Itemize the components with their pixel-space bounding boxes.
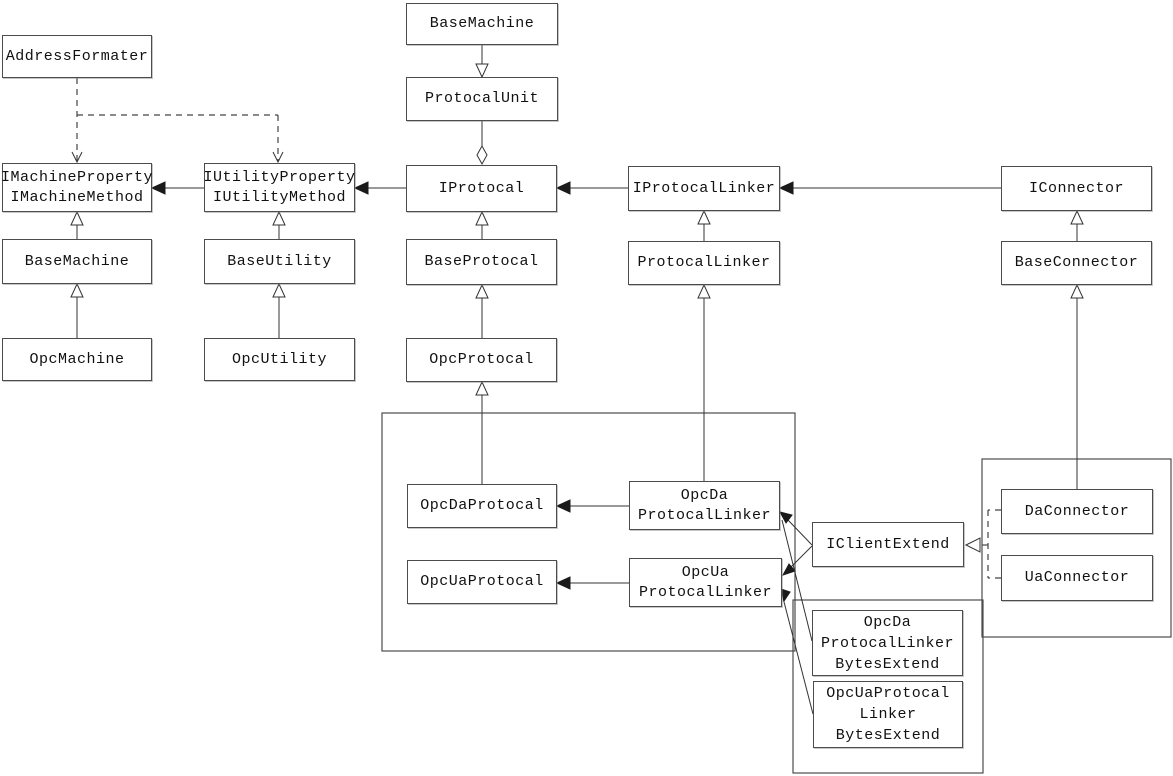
class-label: IUtilityMethod [212,188,347,206]
class-uaconnector: UaConnector [1001,555,1153,601]
class-label: ProtocalUnit [424,90,540,107]
class-label: Linker [859,706,917,723]
edge-opcdalinker-opcdaprotocal [555,499,629,513]
class-basemachine-top: BaseMachine [406,3,558,45]
class-label: DaConnector [1024,502,1130,520]
edge-opcprotocal-baseprotocal [475,283,489,338]
edge-protocallinker-iprotocallinker [697,209,711,241]
interface-iprotocallinker: IProtocalLinker [628,166,780,211]
class-baseutility: BaseUtility [204,239,355,284]
class-label: OpcUtility [231,350,327,368]
edge-baseprotocal-iprotocal [475,210,489,239]
interface-iclientextend: IClientExtend [812,522,964,567]
class-label: BaseMachine [429,15,535,32]
edge-protocalunit-iprotocal [476,121,488,166]
class-label: IProtocalLinker [632,179,776,197]
class-label: IMachineMethod [10,188,144,206]
interface-iprotocal: IProtocal [406,165,557,212]
edge-iutility-imachine [150,181,204,195]
class-daconnector: DaConnector [1001,489,1153,534]
class-label: IUtilityProperty [203,168,356,186]
edge-opcualinker-opcuaprotocal [555,576,629,590]
class-label: OpcDaProtocal [420,497,544,514]
class-label: OpcUa [681,563,730,581]
class-label: OpcUaProtocal [826,685,950,702]
class-protocallinker: ProtocalLinker [628,241,780,285]
class-opcdaprotocal: OpcDaProtocal [407,484,557,528]
class-label: IConnector [1028,179,1124,197]
interface-iutility: IUtilityProperty IUtilityMethod [203,163,356,212]
edge-baseutility-iutility [272,210,286,239]
class-label: UaConnector [1024,569,1130,586]
interface-imachine: IMachineProperty IMachineMethod [0,163,154,212]
group-opc-protocal-linker [381,412,796,652]
class-label: OpcProtocal [429,351,534,368]
class-addressformater: AddressFormater [2,35,152,78]
class-label: BytesExtend [835,655,940,673]
class-label: ProtocalLinker [637,506,772,524]
edge-iprotocal-iutility [353,181,406,195]
class-label: OpcUaProtocal [420,573,544,590]
edge-iclientextend-opcdalinker [779,511,813,546]
class-label: IMachineProperty [0,168,154,186]
class-opcua-protocallinker: OpcUa ProtocalLinker [629,558,782,607]
class-label: OpcDa [680,486,729,504]
edge-opcutility-baseutility [272,282,286,338]
class-protocalunit: ProtocalUnit [406,77,558,121]
edge-iprotocallinker-iprotocal [555,181,628,195]
class-basemachine: BaseMachine [2,239,152,284]
class-opcmachine: OpcMachine [2,338,152,381]
class-label: AddressFormater [5,47,149,65]
class-opcua-protocallinker-bytesextend: OpcUaProtocal Linker BytesExtend [813,681,963,748]
edge-addressformater-imachine [71,78,83,164]
edge-baseconnector-iconnector [1070,209,1084,241]
class-label: OpcDa [863,613,912,631]
edge-addressformater-iutility [77,114,284,164]
edge-opcmachine-basemachine [70,282,84,338]
class-opcuaprotocal: OpcUaProtocal [407,560,557,604]
edge-connectors-iclientextend [964,509,1001,579]
class-label: ProtocalLinker [637,254,771,271]
edge-basemachine-protocalunit [475,45,489,79]
edge-opcuabytes-opcualinker [780,588,814,715]
class-label: OpcMachine [29,350,125,368]
edge-daconnector-baseconnector [1070,283,1084,489]
class-opcprotocal: OpcProtocal [406,338,557,382]
class-baseconnector: BaseConnector [1001,241,1152,285]
edge-iconnector-iprotocallinker [778,181,1001,195]
edge-opcdabytes-opcdalinker [781,519,813,642]
interface-iconnector: IConnector [1001,166,1152,211]
class-label: BaseUtility [227,252,332,270]
class-label: IClientExtend [826,535,950,553]
group-bytes-extend [792,599,984,774]
class-label: IProtocal [438,179,525,197]
class-opcutility: OpcUtility [204,338,355,381]
class-baseprotocal: BaseProtocal [406,239,557,285]
class-label: BaseConnector [1014,254,1139,271]
class-label: BytesExtend [835,727,941,744]
class-label: ProtocalLinker [638,583,773,601]
edge-opcdaprotocal-opcprotocal [475,380,489,484]
edge-iclientextend-opcualinker [781,545,813,576]
edge-opcdalinker-protocallinker [697,283,711,481]
class-label: BaseProtocal [424,253,539,270]
edge-basemachine-imachine [70,210,84,239]
class-opcda-protocallinker-bytesextend: OpcDa ProtocalLinker BytesExtend [812,610,963,676]
class-opcda-protocallinker: OpcDa ProtocalLinker [629,481,780,530]
class-label: ProtocalLinker [820,634,955,652]
class-label: BaseMachine [24,252,130,270]
